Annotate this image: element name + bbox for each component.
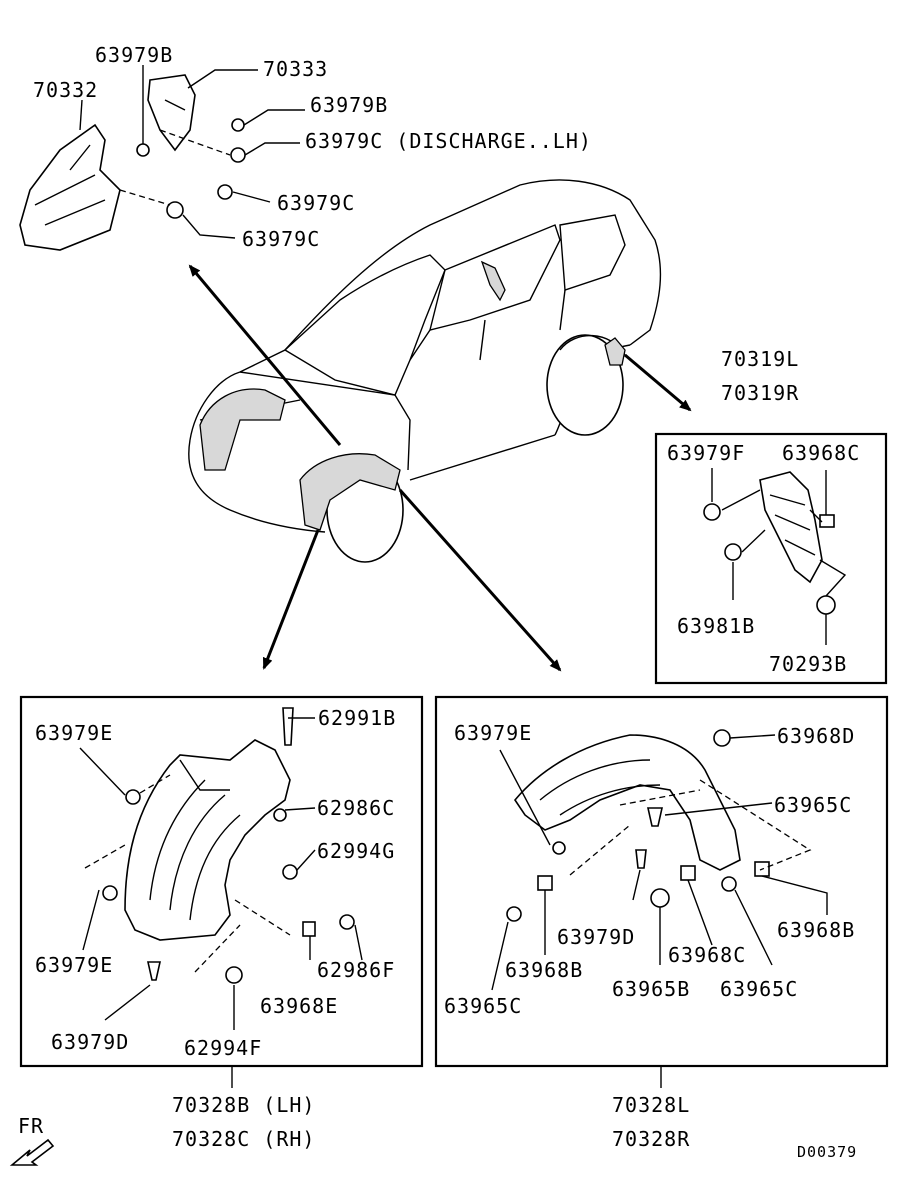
diagram-id: D00379 — [797, 1143, 857, 1161]
rear-title-70319L: 70319L — [721, 347, 799, 371]
arrow-to-front-left-box — [262, 529, 320, 670]
top-label-70332: 70332 — [33, 78, 98, 102]
rear-liner-part — [703, 468, 847, 645]
fl-label-62986F: 62986F — [317, 958, 395, 982]
fr-label-63965C-a: 63965C — [774, 793, 852, 817]
fr-label-63979D: 63979D — [557, 925, 635, 949]
fl-label-62994G: 62994G — [317, 839, 395, 863]
rear-parts-box — [654, 432, 888, 685]
top-label-63979C-discharge: 63979C (DISCHARGE..LH) — [305, 129, 592, 153]
fr-label-63965B: 63965B — [612, 977, 690, 1001]
top-label-63979C-b: 63979C — [242, 227, 320, 251]
rear-title-70319R: 70319R — [721, 381, 799, 405]
fr-label-63968D: 63968D — [777, 724, 855, 748]
top-label-70333: 70333 — [263, 57, 328, 81]
rear-label-70293B: 70293B — [769, 652, 847, 676]
fr-label-63965C-b: 63965C — [444, 994, 522, 1018]
front-direction-arrow-icon — [9, 1138, 55, 1166]
vehicle-outline — [188, 179, 662, 563]
fr-label-63979E: 63979E — [454, 721, 532, 745]
arrow-to-top-group — [188, 264, 342, 446]
top-label-63979B-b: 63979B — [310, 93, 388, 117]
front-right-liner-part — [491, 729, 828, 991]
top-label-63979C-a: 63979C — [277, 191, 355, 215]
front-left-liner-part — [79, 707, 363, 1030]
top-splash-shield-group — [19, 65, 305, 251]
top-label-63979B-a: 63979B — [95, 43, 173, 67]
rear-label-63979F: 63979F — [667, 441, 745, 465]
fl-label-62991B: 62991B — [318, 706, 396, 730]
fl-label-62986C: 62986C — [317, 796, 395, 820]
front-left-parts-box — [19, 695, 424, 1068]
fl-label-63968E: 63968E — [260, 994, 338, 1018]
fl-caption-70328C: 70328C (RH) — [172, 1127, 315, 1151]
fr-label-63968B-a: 63968B — [505, 958, 583, 982]
fl-label-63979E-b: 63979E — [35, 953, 113, 977]
fl-label-63979D: 63979D — [51, 1030, 129, 1054]
rear-label-63981B: 63981B — [677, 614, 755, 638]
rear-label-63968C: 63968C — [782, 441, 860, 465]
fr-caption-70328L: 70328L — [612, 1093, 690, 1117]
fl-caption-70328B: 70328B (LH) — [172, 1093, 315, 1117]
fl-label-62994F: 62994F — [184, 1036, 262, 1060]
fl-label-63979E-a: 63979E — [35, 721, 113, 745]
fr-label-63965C-c: 63965C — [720, 977, 798, 1001]
fr-label-63968B-b: 63968B — [777, 918, 855, 942]
arrow-to-front-right-box — [398, 489, 562, 672]
arrow-to-rear-box — [624, 353, 692, 412]
fr-caption-70328R: 70328R — [612, 1127, 690, 1151]
front-direction-label: FR — [18, 1114, 44, 1138]
fr-label-63968C: 63968C — [668, 943, 746, 967]
